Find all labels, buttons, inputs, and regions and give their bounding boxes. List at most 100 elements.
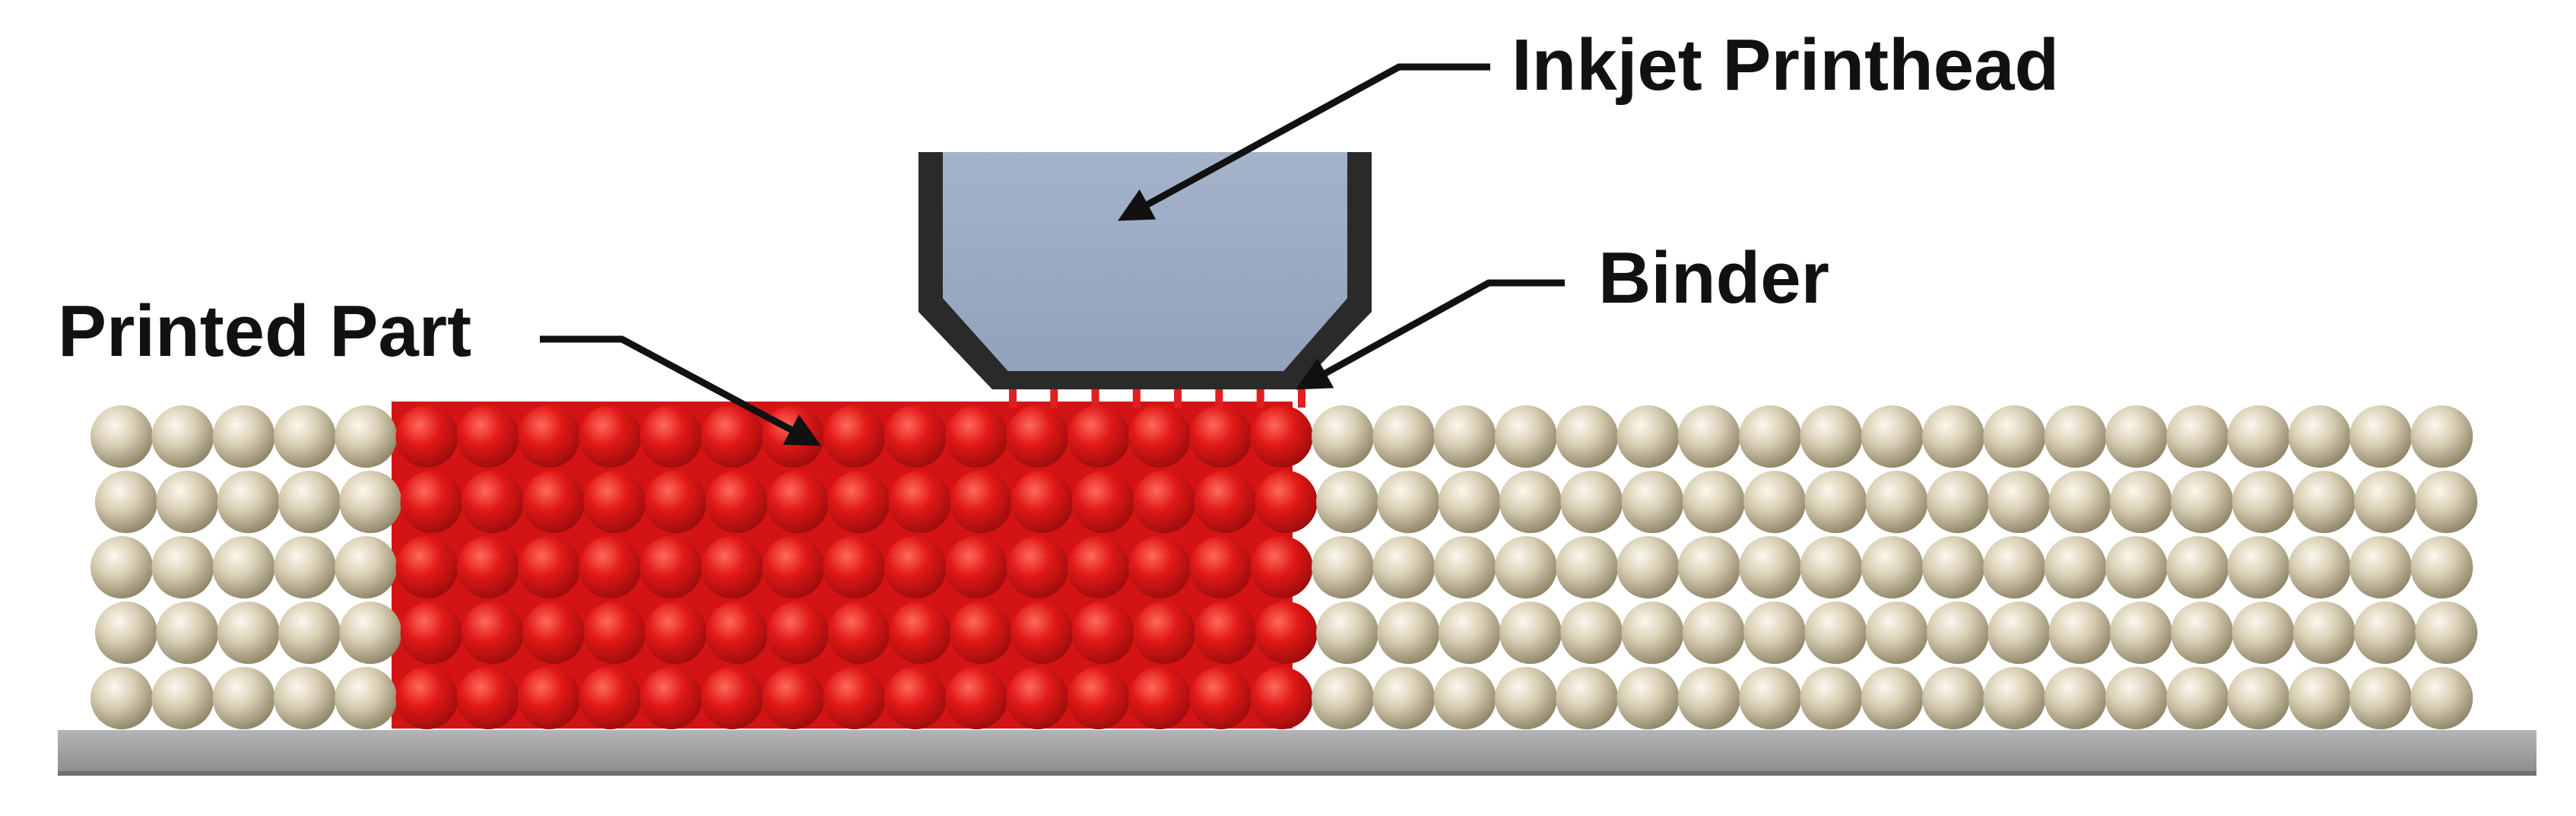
- powder-particle-icon: [2109, 602, 2172, 664]
- powder-particle-icon: [1861, 667, 1924, 729]
- powder-particle-icon: [1433, 536, 1496, 599]
- powder-particle-icon: [2232, 602, 2295, 664]
- powder-particle-icon: [2048, 471, 2111, 533]
- powder-particle-icon: [2349, 405, 2413, 468]
- powder-particle-icon: [2044, 536, 2107, 599]
- powder-particle-icon: [1433, 405, 1496, 468]
- powder-particle-icon: [1922, 405, 1984, 468]
- binder-droplet-icon: [1298, 376, 1305, 408]
- bound-particle-icon: [950, 471, 1013, 533]
- powder-particle-icon: [2410, 667, 2473, 729]
- bound-particle-icon: [522, 602, 585, 664]
- printed-part-label: Printed Part: [58, 291, 471, 372]
- powder-particle-icon: [1800, 667, 1863, 729]
- powder-particle-icon: [1372, 536, 1436, 599]
- bound-particle-icon: [583, 471, 646, 533]
- powder-particle-icon: [1739, 405, 1802, 468]
- bound-particle-icon: [827, 471, 890, 533]
- bound-particle-icon: [583, 602, 646, 664]
- powder-particle-icon: [90, 536, 153, 599]
- bound-particle-icon: [644, 602, 707, 664]
- powder-particle-icon: [2292, 471, 2356, 533]
- bound-particle-icon: [461, 471, 524, 533]
- bound-particle-icon: [706, 602, 768, 664]
- powder-particle-icon: [1988, 602, 2051, 664]
- powder-particle-icon: [335, 405, 398, 468]
- powder-particle-icon: [273, 536, 336, 599]
- powder-particle-icon: [1377, 471, 1440, 533]
- powder-particle-icon: [2415, 602, 2478, 664]
- bound-particle-icon: [456, 405, 519, 468]
- powder-particle-icon: [1861, 405, 1924, 468]
- inkjet-printhead-icon: [918, 152, 1372, 389]
- powder-particle-icon: [1312, 405, 1374, 468]
- powder-particle-icon: [1983, 667, 2046, 729]
- powder-particle-icon: [2415, 471, 2478, 533]
- powder-particle-icon: [1499, 602, 1562, 664]
- powder-particle-icon: [90, 405, 153, 468]
- bound-particle-icon: [1006, 405, 1069, 468]
- powder-particle-icon: [2105, 667, 2168, 729]
- powder-particle-icon: [1316, 471, 1378, 533]
- powder-particle-icon: [1616, 667, 1680, 729]
- bound-particle-icon: [1189, 667, 1252, 729]
- powder-particle-icon: [1682, 471, 1745, 533]
- bound-particle-icon: [823, 536, 886, 599]
- bound-particle-icon: [701, 667, 763, 729]
- powder-particle-icon: [2171, 602, 2234, 664]
- powder-particle-icon: [1556, 405, 1619, 468]
- bound-particle-icon: [1006, 667, 1069, 729]
- bound-particle-icon: [823, 405, 886, 468]
- powder-particle-icon: [1312, 536, 1374, 599]
- powder-particle-icon: [1560, 471, 1623, 533]
- powder-particle-icon: [2288, 405, 2351, 468]
- powder-particle-icon: [2410, 536, 2473, 599]
- powder-particle-icon: [212, 536, 275, 599]
- powder-particle-icon: [1804, 471, 1867, 533]
- binder-droplet-icon: [1050, 376, 1058, 408]
- bound-particle-icon: [456, 536, 519, 599]
- powder-particle-icon: [2227, 667, 2290, 729]
- binder-droplet-icon: [1132, 376, 1140, 408]
- bound-particle-icon: [888, 471, 951, 533]
- binder-leader-arrow: [1296, 279, 1565, 390]
- powder-particle-icon: [2232, 471, 2295, 533]
- powder-particle-icon: [2292, 602, 2356, 664]
- bound-particle-icon: [644, 471, 707, 533]
- bound-particle-icon: [1255, 471, 1318, 533]
- bound-particle-icon: [1006, 536, 1069, 599]
- powder-particle-icon: [278, 471, 341, 533]
- bound-particle-icon: [1133, 471, 1196, 533]
- bound-particle-icon: [456, 667, 519, 729]
- powder-particle-icon: [1494, 667, 1557, 729]
- powder-particle-icon: [1316, 602, 1378, 664]
- powder-particle-icon: [90, 667, 153, 729]
- bound-particle-icon: [884, 405, 947, 468]
- bound-particle-icon: [1128, 405, 1191, 468]
- bound-particle-icon: [639, 667, 703, 729]
- powder-particle-icon: [2109, 471, 2172, 533]
- powder-particle-icon: [2354, 471, 2417, 533]
- bound-particle-icon: [395, 536, 458, 599]
- bound-particle-icon: [400, 471, 463, 533]
- powder-particle-icon: [217, 602, 280, 664]
- bound-particle-icon: [1250, 536, 1313, 599]
- bound-particle-icon: [945, 405, 1008, 468]
- bound-particle-icon: [1128, 536, 1191, 599]
- powder-bed: [90, 405, 2478, 729]
- powder-particle-icon: [95, 602, 157, 664]
- powder-particle-icon: [1743, 471, 1807, 533]
- bound-particle-icon: [766, 602, 830, 664]
- binder-droplet-icon: [1215, 376, 1223, 408]
- bound-particle-icon: [1194, 471, 1257, 533]
- powder-particle-icon: [1372, 667, 1436, 729]
- bound-particle-icon: [461, 602, 524, 664]
- powder-particle-icon: [217, 471, 280, 533]
- powder-particle-icon: [2288, 536, 2351, 599]
- bound-particle-icon: [762, 536, 825, 599]
- powder-particle-icon: [2166, 405, 2229, 468]
- powder-particle-icon: [156, 602, 219, 664]
- bound-particle-icon: [395, 667, 458, 729]
- bound-particle-icon: [1128, 667, 1191, 729]
